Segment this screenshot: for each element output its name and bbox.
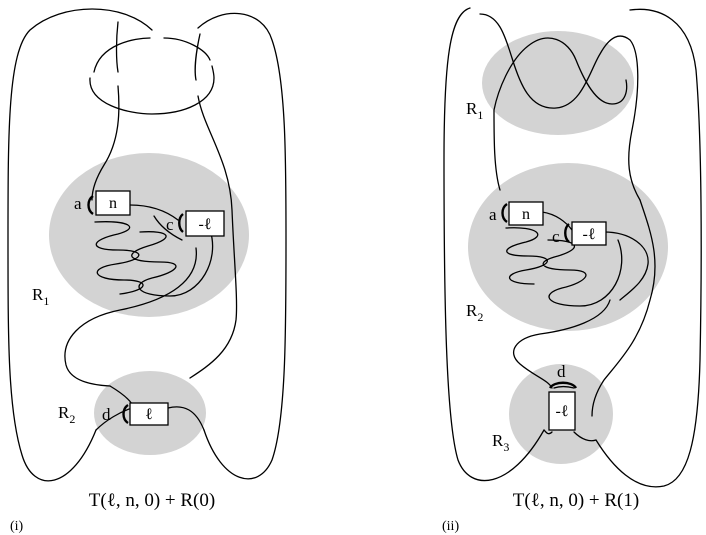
left-vertical-i	[91, 21, 120, 201]
top-ring-back2-i	[163, 37, 211, 61]
label-d-i: d	[102, 405, 111, 424]
box-l-i	[129, 402, 169, 426]
r1-twists-ii	[479, 13, 641, 201]
clasp-d-i	[122, 404, 129, 424]
lower-loop-i	[64, 247, 197, 387]
region-label-r1-i: R1	[32, 285, 49, 308]
clasp-a-i	[87, 195, 94, 215]
region-label-r2-i: R2	[58, 403, 75, 426]
box-minus-l-label-i: -ℓ	[199, 216, 212, 233]
top-ring-back-i	[93, 37, 151, 73]
panel-tag-i: (i)	[10, 519, 24, 534]
twist-strands-i	[94, 204, 214, 297]
box-minus-l-ii	[571, 221, 607, 246]
box-n-i	[95, 190, 131, 216]
r2-twists-ii	[505, 211, 649, 307]
box-minus-l-i	[185, 210, 225, 237]
outer-strand-right-ii	[595, 8, 702, 488]
region-r1-ii	[482, 31, 634, 135]
box-n-ii	[508, 201, 544, 226]
label-a-i: a	[74, 194, 82, 213]
r3-strands-ii	[543, 385, 597, 442]
label-d-ii: d	[557, 362, 566, 381]
region-label-r2-ii: R2	[466, 301, 483, 324]
box-minus-l-label-ii: -ℓ	[583, 226, 596, 243]
panel-tag-ii: (ii)	[442, 519, 459, 534]
outer-strand-right-i	[197, 12, 287, 480]
outer-strand-left-i	[7, 8, 153, 482]
r2-exit-ii	[513, 199, 656, 417]
label-a-ii: a	[489, 205, 497, 224]
right-vertical-i	[189, 33, 238, 379]
caption-ii: T(ℓ, n, 0) + R(1)	[513, 490, 639, 511]
box-minus-l-r3-ii	[548, 391, 576, 431]
clasp-d-ii	[548, 381, 578, 389]
outer-strand-left-ii	[443, 7, 545, 482]
label-c-i: c	[166, 215, 174, 234]
top-ring-front-i	[89, 65, 215, 115]
clasp-a-ii	[501, 203, 508, 223]
region-label-r3-ii: R3	[492, 431, 509, 454]
caption-i: T(ℓ, n, 0) + R(0)	[89, 490, 215, 511]
box-n-label-i: n	[109, 195, 117, 212]
clasp-c-ii	[564, 223, 570, 243]
box-n-label-ii: n	[522, 206, 530, 223]
panel-ii: n -ℓ -ℓ a c d R1 R2 R3 T(ℓ, n, 0) + R(1)…	[442, 7, 702, 534]
box-minus-l-r3-label-ii: -ℓ	[556, 403, 569, 420]
label-c-ii: c	[552, 227, 560, 246]
clasp-c-i	[178, 213, 184, 233]
panel-i: n -ℓ ℓ a c d R1 R2 T(ℓ, n, 0) + R(0) (i)	[7, 8, 287, 534]
box-l-label-i: ℓ	[145, 406, 153, 423]
region-label-r1-ii: R1	[466, 99, 483, 122]
